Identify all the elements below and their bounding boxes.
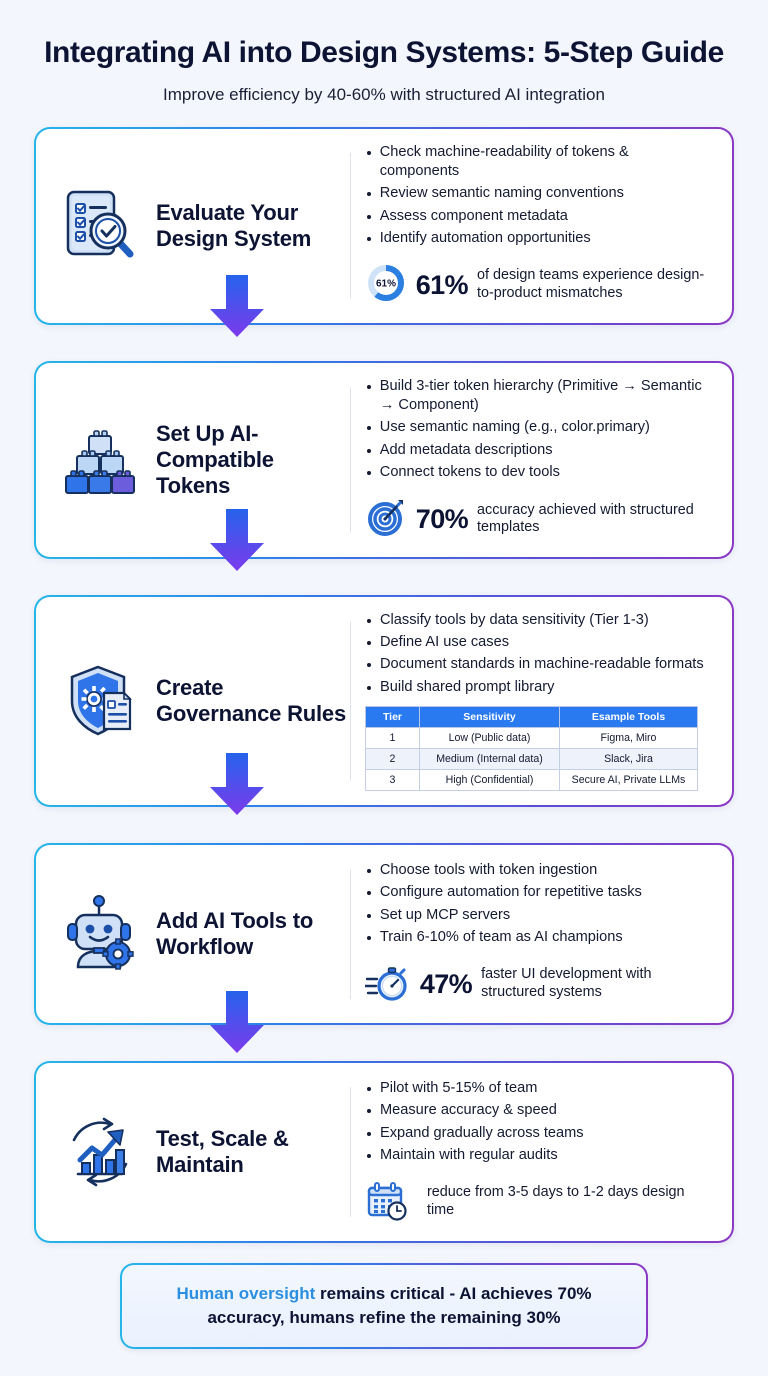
step-title-2: Set Up AI-Compatible Tokens [156,420,274,498]
donut-label: 61% [376,278,396,289]
target-dart-icon [365,496,407,543]
table-row: 1 Low (Public data) Figma, Miro [365,727,698,750]
step-card-test-scale-maintain[interactable]: Test, Scale & Maintain Pilot with 5-15% … [34,1061,734,1244]
step-bullets-1: Check machine-readability of tokens & co… [365,143,710,249]
card-divider [350,386,351,533]
list-item: Connect tokens to dev tools [365,463,710,482]
donut-chart-icon: 61% [365,262,407,309]
flow-arrow-1 [206,274,268,339]
card-divider [350,152,351,299]
stat-number-1: 61% [415,269,469,300]
building-blocks-icon [58,418,142,502]
step-bullets-4: Choose tools with token ingestion Config… [365,861,710,948]
cell-sensitivity: Low (Public data) [419,727,560,750]
table-row: 2 Medium (Internal data) Slack, Jira [365,748,698,771]
list-item: Set up MCP servers [365,906,710,925]
column-header-sensitivity: Sensitivity [419,706,560,729]
robot-gear-icon [58,892,142,976]
stat-text-1: of design teams experience design-to-pro… [476,267,705,302]
cell-tools: Slack, Jira [559,748,698,771]
shield-gear-document-icon [58,659,142,743]
cell-tier: 2 [365,748,420,771]
footer-banner: Human oversight remains critical - AI ac… [120,1263,648,1350]
table-row: 3 High (Confidential) Secure AI, Private… [365,769,698,792]
list-item: Build shared prompt library [365,678,710,697]
footer-accent-text: Human oversight [176,1284,316,1304]
step-bullets-3: Classify tools by data sensitivity (Tier… [365,611,710,698]
cell-tier: 1 [365,727,420,750]
growth-chart-cycle-icon [58,1110,142,1194]
step-card-evaluate-your-design-system[interactable]: Evaluate Your Design System Check machin… [34,126,734,325]
cell-tools: Figma, Miro [559,727,698,750]
column-header-example-tools: Esample Tools [559,706,698,729]
step-card-set-up-ai-compatible-tokens[interactable]: Set Up AI-Compatible Tokens Build 3-tier… [34,360,734,559]
list-item: Document standards in machine-readable f… [365,655,710,674]
step-bullets-5: Pilot with 5-15% of team Measure accurac… [365,1079,710,1166]
step-title-4: Add AI Tools to Workflow [156,908,314,960]
list-item: Maintain with regular audits [365,1146,710,1165]
step-title-3: Create Governance Rules [156,674,346,726]
column-header-tier: Tier [365,706,420,729]
calendar-clock-icon [365,1179,409,1226]
step-bullets-2: Build 3-tier token hierarchy (Primitive … [365,377,710,483]
list-item: Train 6-10% of team as AI champions [365,928,710,947]
list-item: Add metadata descriptions [365,441,710,460]
page-title: Integrating AI into Design Systems: 5-St… [44,36,724,69]
steps-list: Evaluate Your Design System Check machin… [34,126,734,1244]
step-card-wrap-5: Test, Scale & Maintain Pilot with 5-15% … [34,1061,734,1244]
stat-row-1: 61% 61% of design teams experience desig… [365,262,710,309]
step-card-wrap-3: Create Governance Rules Classify tools b… [34,594,734,815]
flow-arrow-2 [206,508,268,573]
table-header-row: Tier Sensitivity Esample Tools [365,706,698,729]
cell-sensitivity: Medium (Internal data) [419,748,560,771]
stat-row-5: reduce from 3-5 days to 1-2 days design … [365,1179,710,1226]
clipboard-magnifier-icon [58,184,142,268]
list-item: Configure automation for repetitive task… [365,883,710,902]
stat-text-5: reduce from 3-5 days to 1-2 days design … [426,1184,685,1218]
stopwatch-icon [363,961,411,1008]
stat-text-4: faster UI development with structured sy… [481,966,652,1000]
list-item: Classify tools by data sensitivity (Tier… [365,611,710,630]
header: Integrating AI into Design Systems: 5-St… [34,0,734,105]
step-card-wrap-2: Set Up AI-Compatible Tokens Build 3-tier… [34,360,734,571]
step-title-1: Evaluate Your Design System [156,199,312,251]
card-divider [350,869,351,1000]
page-subtitle: Improve efficiency by 40-60% with struct… [163,84,605,104]
card-divider [350,620,351,782]
list-item: Use semantic naming (e.g., color.primary… [365,418,710,437]
stat-row-4: 47% faster UI development with structure… [363,961,710,1008]
footer-wrap: Human oversight remains critical - AI ac… [34,1263,734,1350]
list-item: Review semantic naming conventions [365,184,710,203]
card-divider [350,1087,351,1218]
list-item: Assess component metadata [365,207,710,226]
tier-table: Tier Sensitivity Esample Tools 1 Low (Pu… [365,706,698,792]
footer-rest-text: remains critical - AI achieves 70% accur… [207,1284,592,1328]
list-item: Measure accuracy & speed [365,1101,710,1120]
flow-arrow-3 [206,752,268,817]
step-title-5: Test, Scale & Maintain [156,1126,289,1178]
cell-tools: Secure AI, Private LLMs [559,769,698,792]
cell-sensitivity: High (Confidential) [419,769,560,792]
stat-text-2: accuracy achieved with structured templa… [477,501,694,536]
stat-row-2: 70% accuracy achieved with structured te… [365,496,710,543]
step-card-create-governance-rules[interactable]: Create Governance Rules Classify tools b… [34,594,734,808]
cell-tier: 3 [365,769,420,792]
stat-number-4: 47% [419,968,473,999]
step-card-wrap-4: Add AI Tools to Workflow Choose tools wi… [34,843,734,1054]
list-item: Define AI use cases [365,633,710,652]
footer-text: Human oversight remains critical - AI ac… [148,1282,620,1330]
step-card-wrap-1: Evaluate Your Design System Check machin… [34,126,734,337]
flow-arrow-4 [206,991,268,1055]
step-card-add-ai-tools-to-workflow[interactable]: Add AI Tools to Workflow Choose tools wi… [34,843,734,1026]
list-item: Pilot with 5-15% of team [365,1079,710,1098]
list-item: Identify automation opportunities [365,229,710,248]
list-item: Expand gradually across teams [365,1124,710,1143]
stat-number-2: 70% [415,503,469,534]
list-item: Build 3-tier token hierarchy (Primitive … [365,377,710,416]
list-item: Check machine-readability of tokens & co… [365,143,710,182]
list-item: Choose tools with token ingestion [365,861,710,880]
